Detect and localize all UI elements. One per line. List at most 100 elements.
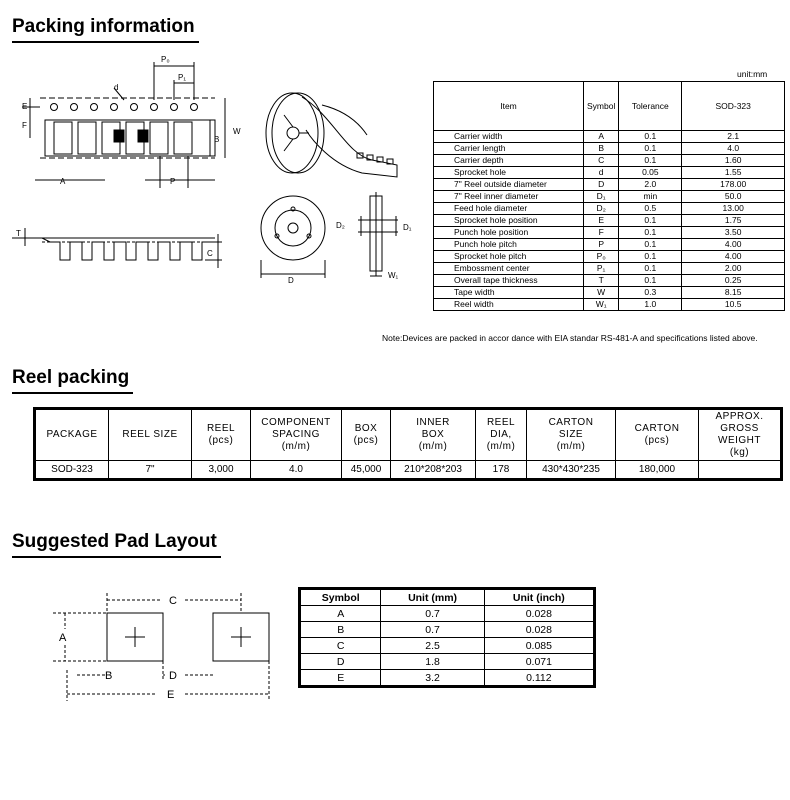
packing-symbol: A [582,130,620,143]
reel-header-line: REEL SIZE [122,429,178,440]
packing-value: 8.15 [681,286,785,299]
reel-front-side-diagram: D D₂ D₁ W₁ [260,192,412,285]
packing-note: Note:Devices are packed in accor dance w… [382,333,758,343]
pad-cell: 0.071 [483,653,595,670]
reel-header-line: (m/m) [418,441,448,452]
packing-tolerance: 0.1 [618,226,683,239]
packing-item: 7" Reel outside diameter [433,178,584,191]
reel-perspective-diagram [265,92,398,178]
reel-header-line: APPROX. [715,411,764,422]
packing-value: 1.55 [681,166,785,179]
packing-item: Feed hole diameter [433,202,584,215]
packing-value: 50.0 [681,190,785,203]
label-reel-d2: D₂ [336,221,345,230]
reel-header-line: (m/m) [281,441,311,452]
unit-label: unit:mm [737,69,768,79]
reel-header-line: SIZE [558,429,584,440]
packing-value: 2.1 [681,130,785,143]
pad-cell: 0.7 [380,605,485,622]
label-p0: P₀ [161,55,170,64]
label-p1: P₁ [178,73,186,82]
reel-header-line: GROSS WEIGHT [718,423,761,446]
tape-top-view-diagram: P₀ P₁ d E F B W A P [22,55,241,188]
packing-value: 10.5 [681,298,785,311]
packing-symbol: D [582,178,620,191]
packing-item: Carrier length [433,142,584,155]
packing-item: Punch hole pitch [433,238,584,251]
packing-item: Tape width [433,286,584,299]
pad-layout-title: Suggested Pad Layout [12,531,221,558]
reel-header-line: (kg) [729,447,750,458]
packing-value: 1.60 [681,154,785,167]
label-e: E [22,102,27,111]
header-item: Item [433,81,584,131]
reel-header-line: SPACING [272,429,320,440]
packing-symbol: D₁ [582,190,620,203]
packing-value: 0.25 [681,274,785,287]
reel-header-line: (pcs) [208,435,234,446]
reel-header-line: (pcs) [644,435,670,446]
reel-header-line: CARTON [548,417,594,428]
packing-symbol: P [582,238,620,251]
packing-tolerance: 0.3 [618,286,683,299]
pad-layout-diagram: C A B D E [53,593,270,701]
packing-symbol: T [582,274,620,287]
reel-cell: 4.0 [250,460,342,479]
packing-symbol: F [582,226,620,239]
reel-cell: 7" [108,460,192,479]
label-f: F [22,121,27,130]
packing-value: 13.00 [681,202,785,215]
packing-item: Sprocket hole position [433,214,584,227]
reel-packing-title: Reel packing [12,367,134,394]
reel-cell: SOD-323 [35,460,109,479]
reel-header: APPROX.GROSS WEIGHT(kg) [698,409,781,461]
label-p: P [170,177,175,186]
reel-header-line: CARTON [634,423,680,434]
packing-tolerance: 2.0 [618,178,683,191]
packing-value: 4.00 [681,250,785,263]
reel-cell: 210*208*203 [390,460,476,479]
pad-label-d: D [169,670,177,682]
reel-header-line: INNER [416,417,450,428]
packing-table: Item Symbol Tolerance SOD-323 Carrier wi… [433,81,785,311]
packing-tolerance: min [618,190,683,203]
pad-cell: 0.028 [483,605,595,622]
label-reel-d1: D₁ [403,223,412,232]
header-symbol: Symbol [582,81,620,131]
label-b: B [214,135,219,144]
packing-symbol: E [582,214,620,227]
reel-header-line: (m/m) [556,441,586,452]
reel-cell [698,460,781,479]
pad-cell: 3.2 [380,669,485,686]
pad-cell: 0.7 [380,621,485,638]
reel-header-line: REEL [486,417,516,428]
label-a: A [60,177,66,186]
packing-symbol: d [582,166,620,179]
reel-header: BOX(pcs) [341,409,391,461]
reel-header: CARTON(pcs) [615,409,699,461]
packing-item: Carrier depth [433,154,584,167]
packing-tolerance: 0.1 [618,130,683,143]
packing-tolerance: 0.05 [618,166,683,179]
packing-symbol: W [582,286,620,299]
pad-label-b: B [105,670,112,682]
reel-header-line: (m/m) [486,441,516,452]
packing-value: 1.75 [681,214,785,227]
packing-symbol: D₂ [582,202,620,215]
